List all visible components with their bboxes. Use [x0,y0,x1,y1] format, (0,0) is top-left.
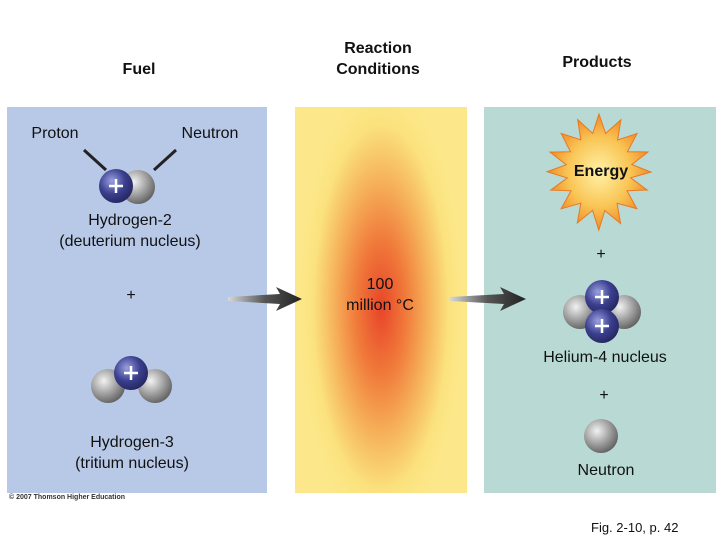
temperature-line1: 100 [366,276,394,293]
deuterium-nucleus [99,169,155,204]
deuterium-label-line1: Hydrogen-2 [88,212,172,229]
tritium-nucleus [91,356,172,403]
helium-4-label: Helium-4 nucleus [543,349,667,366]
product-neutron-label: Neutron [577,462,635,479]
products-plus-sign-2: + [599,387,609,404]
arrow-into-conditions [228,287,302,311]
neutron-pointer-line [152,148,178,172]
proton-pointer-line [82,148,108,172]
neutron-label: Neutron [181,125,239,142]
proton-plus-sign [595,319,609,333]
energy-label: Energy [573,163,629,180]
figure-reference: Fig. 2-10, p. 42 [591,520,679,535]
helium-4-nucleus [563,280,641,343]
tritium-label-line2: (tritium nucleus) [75,455,189,472]
products-header: Products [562,54,632,71]
temperature-line2: million °C [346,297,414,314]
tritium-label-line1: Hydrogen-3 [90,434,174,451]
proton-plus-sign [595,290,609,304]
arrow-into-products [450,287,526,311]
reaction-conditions-panel [295,107,467,493]
conditions-header-line2: Conditions [336,61,420,78]
deuterium-label-line2: (deuterium nucleus) [59,233,201,250]
fuel-plus-sign: + [126,287,136,304]
copyright-credit: © 2007 Thomson Higher Education [9,494,126,501]
proton-label: Proton [31,125,79,142]
fuel-header: Fuel [122,61,156,78]
product-neutron [584,419,618,453]
proton-plus-sign [124,366,138,380]
energy-burst [545,112,653,232]
conditions-header-line1: Reaction [344,40,412,57]
proton-plus-sign [109,179,123,193]
products-plus-sign-1: + [596,246,606,263]
